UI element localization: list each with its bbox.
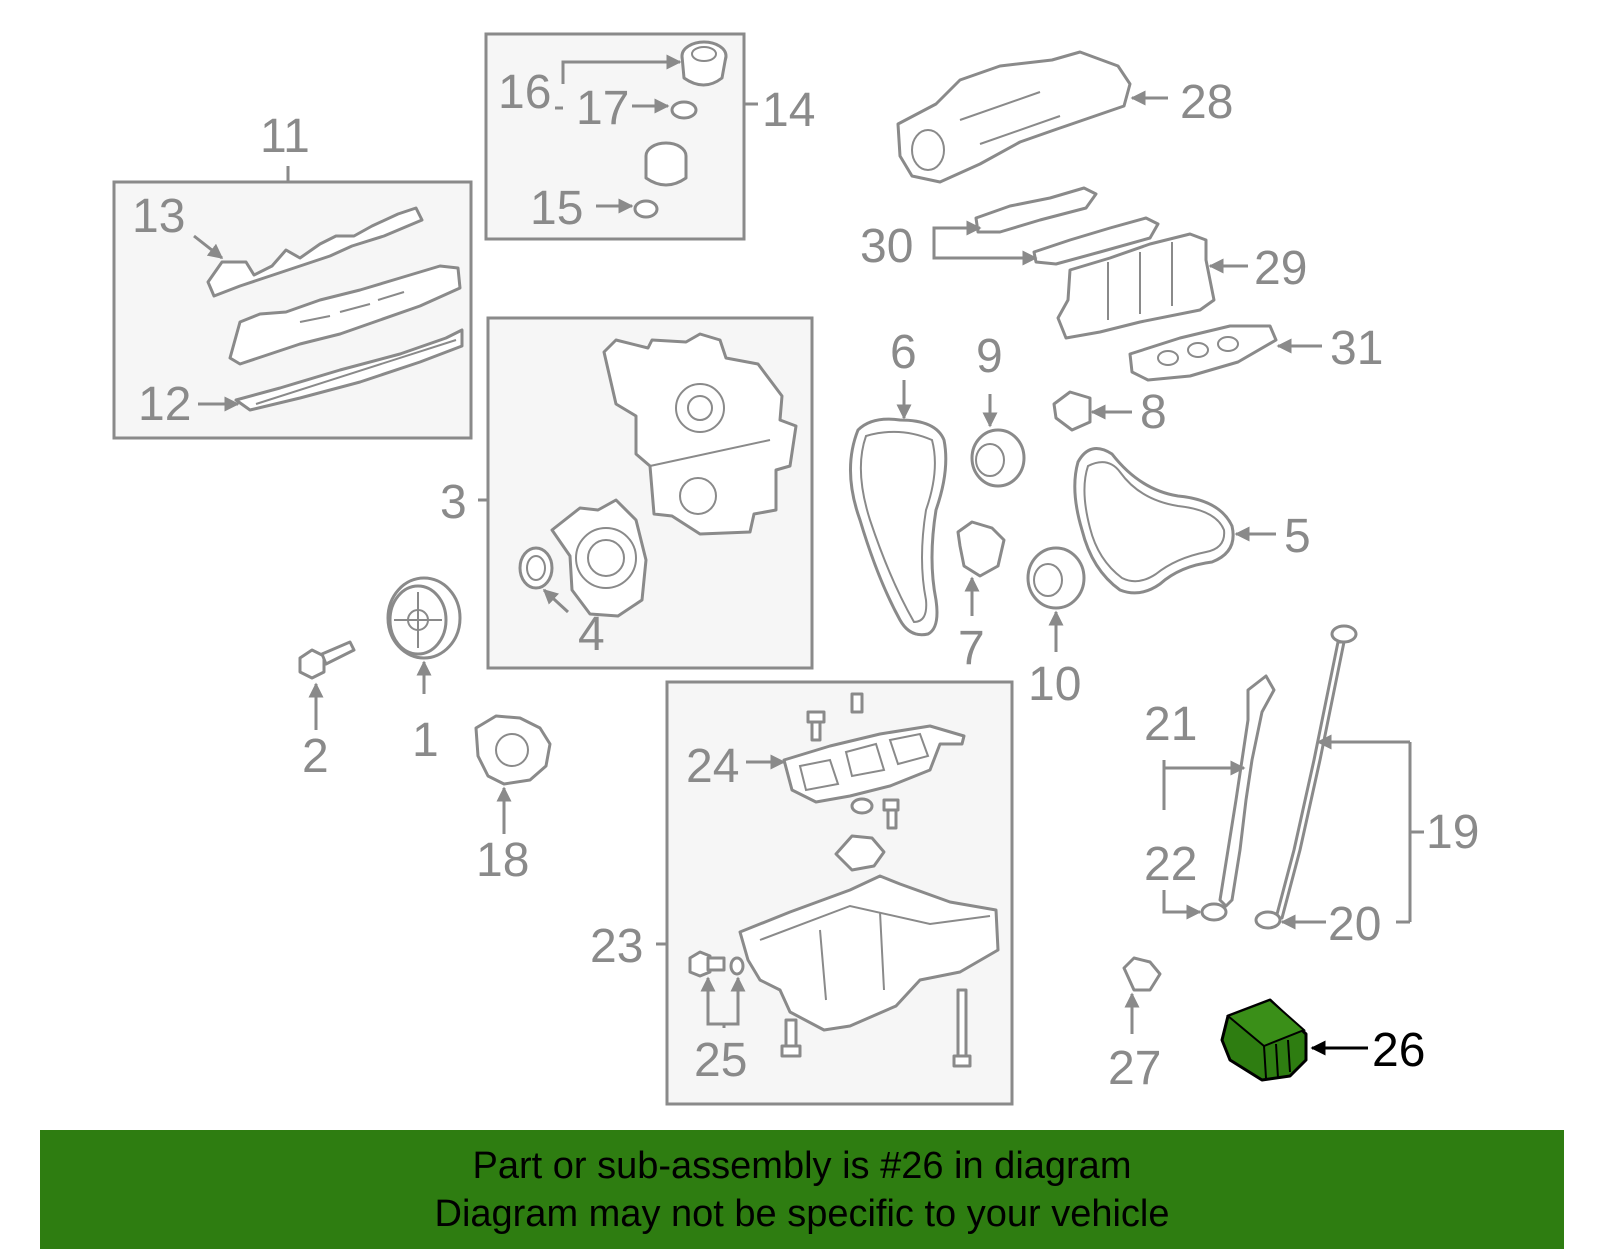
bolt-part xyxy=(806,710,826,742)
manifold-29-part xyxy=(1056,232,1216,340)
callout-26: 26 xyxy=(1372,1024,1425,1077)
guide-8-part xyxy=(1052,390,1092,432)
seal-15-part xyxy=(633,199,659,219)
manifold-28-part xyxy=(896,50,1132,184)
callout-6: 6 xyxy=(890,326,917,379)
callout-30: 30 xyxy=(860,220,913,273)
callout-31: 31 xyxy=(1330,322,1383,375)
callout-19: 19 xyxy=(1426,806,1479,859)
sprocket-10-part xyxy=(1026,546,1086,610)
bolt-part xyxy=(850,692,864,714)
drain-plug-25-part xyxy=(688,950,745,978)
banner-line-2: Diagram may not be specific to your vehi… xyxy=(434,1193,1170,1235)
callout-12: 12 xyxy=(138,378,191,431)
seal-22-part xyxy=(1200,902,1228,922)
callout-11: 11 xyxy=(260,110,310,163)
cover-13-part xyxy=(206,206,424,298)
callout-25: 25 xyxy=(694,1034,747,1087)
cap-15-part xyxy=(644,141,688,187)
callout-16: 16 xyxy=(498,66,551,119)
callout-13: 13 xyxy=(132,190,185,243)
callout-3: 3 xyxy=(440,476,467,529)
callout-8: 8 xyxy=(1140,386,1167,439)
water-pump-18-part xyxy=(474,714,552,786)
seal-4-part xyxy=(518,546,554,590)
bolt-part xyxy=(780,1018,802,1058)
bolt-part xyxy=(850,797,900,830)
info-banner: Part or sub-assembly is #26 in diagram D… xyxy=(40,1130,1564,1249)
baffle-24-part xyxy=(782,724,966,804)
callout-21: 21 xyxy=(1144,698,1197,751)
callout-28: 28 xyxy=(1180,76,1233,129)
bolt-2-part xyxy=(298,640,356,680)
callout-24: 24 xyxy=(686,740,739,793)
gasket-30-lower-part xyxy=(1032,216,1160,266)
callout-17: 17 xyxy=(576,82,629,135)
water-pump-cover-part xyxy=(550,498,648,618)
front-cover-part xyxy=(602,332,798,536)
callout-29: 29 xyxy=(1254,242,1307,295)
cover-part xyxy=(228,264,462,366)
gasket-30-upper-part xyxy=(974,186,1098,234)
callout-10: 10 xyxy=(1028,658,1081,711)
pickup-part xyxy=(834,834,886,872)
cap-16-part xyxy=(680,40,728,87)
callout-5: 5 xyxy=(1284,510,1311,563)
chain-6-part xyxy=(849,417,948,637)
gasket-31-part xyxy=(1128,324,1278,382)
callout-20: 20 xyxy=(1328,898,1381,951)
oil-pan-23-part xyxy=(738,874,1000,1032)
callout-9: 9 xyxy=(976,330,1003,383)
dipstick-tube-21-part xyxy=(1218,674,1276,908)
pulley-1-part xyxy=(386,576,462,660)
sensor-27-part xyxy=(1122,956,1162,992)
callout-1: 1 xyxy=(412,714,439,767)
seal-20-part xyxy=(1254,910,1282,930)
callout-15: 15 xyxy=(530,182,583,235)
seal-17-part xyxy=(670,100,698,120)
gasket-12-part xyxy=(234,328,464,412)
callout-23: 23 xyxy=(590,920,643,973)
callout-18: 18 xyxy=(476,834,529,887)
bolt-part xyxy=(952,988,972,1068)
callout-4: 4 xyxy=(578,608,605,661)
dipstick-20-part xyxy=(1274,624,1358,920)
leader-lines xyxy=(193,54,1424,1056)
sprocket-9-part xyxy=(970,428,1026,488)
callout-14: 14 xyxy=(762,84,815,137)
callout-7: 7 xyxy=(958,622,985,675)
chain-5-part xyxy=(1073,447,1235,595)
banner-line-1: Part or sub-assembly is #26 in diagram xyxy=(472,1145,1132,1187)
callout-2: 2 xyxy=(302,730,329,783)
callout-27: 27 xyxy=(1108,1042,1161,1095)
callout-22: 22 xyxy=(1144,838,1197,891)
oil-filter-26-part xyxy=(1220,998,1308,1082)
tensioner-7-part xyxy=(956,520,1006,578)
